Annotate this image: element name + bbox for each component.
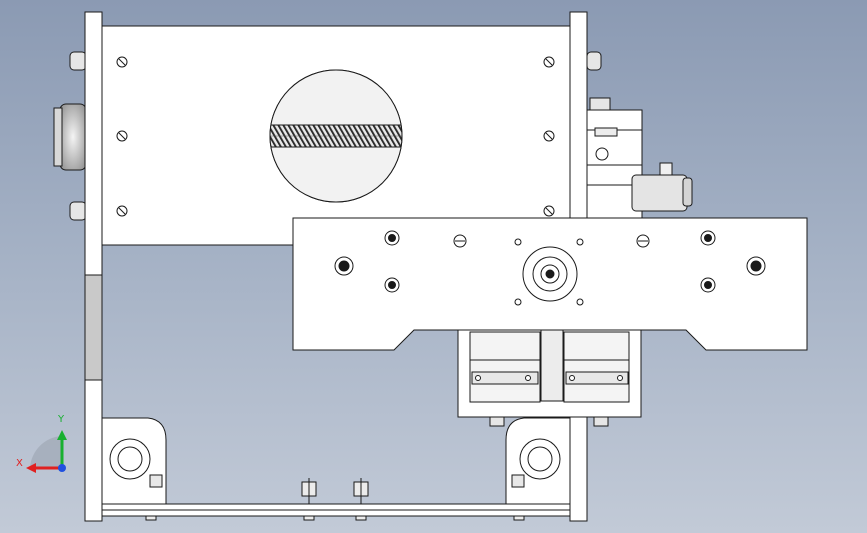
right-bearing-block	[505, 417, 571, 505]
center-adjusters	[145, 478, 525, 521]
right-mechanism	[586, 97, 693, 219]
left-column	[84, 11, 103, 522]
window-with-lead-screw	[269, 69, 403, 203]
left-bearing-block	[101, 417, 167, 505]
back-plate-screws	[116, 56, 555, 217]
coordinate-triad-icon	[26, 430, 67, 473]
triad-x-label: X	[16, 458, 23, 469]
base-bar	[101, 503, 571, 517]
left-motor	[53, 103, 87, 171]
triad-y-label: Y	[58, 414, 65, 425]
carriage-plate	[292, 217, 808, 351]
slide-assembly	[457, 324, 642, 428]
